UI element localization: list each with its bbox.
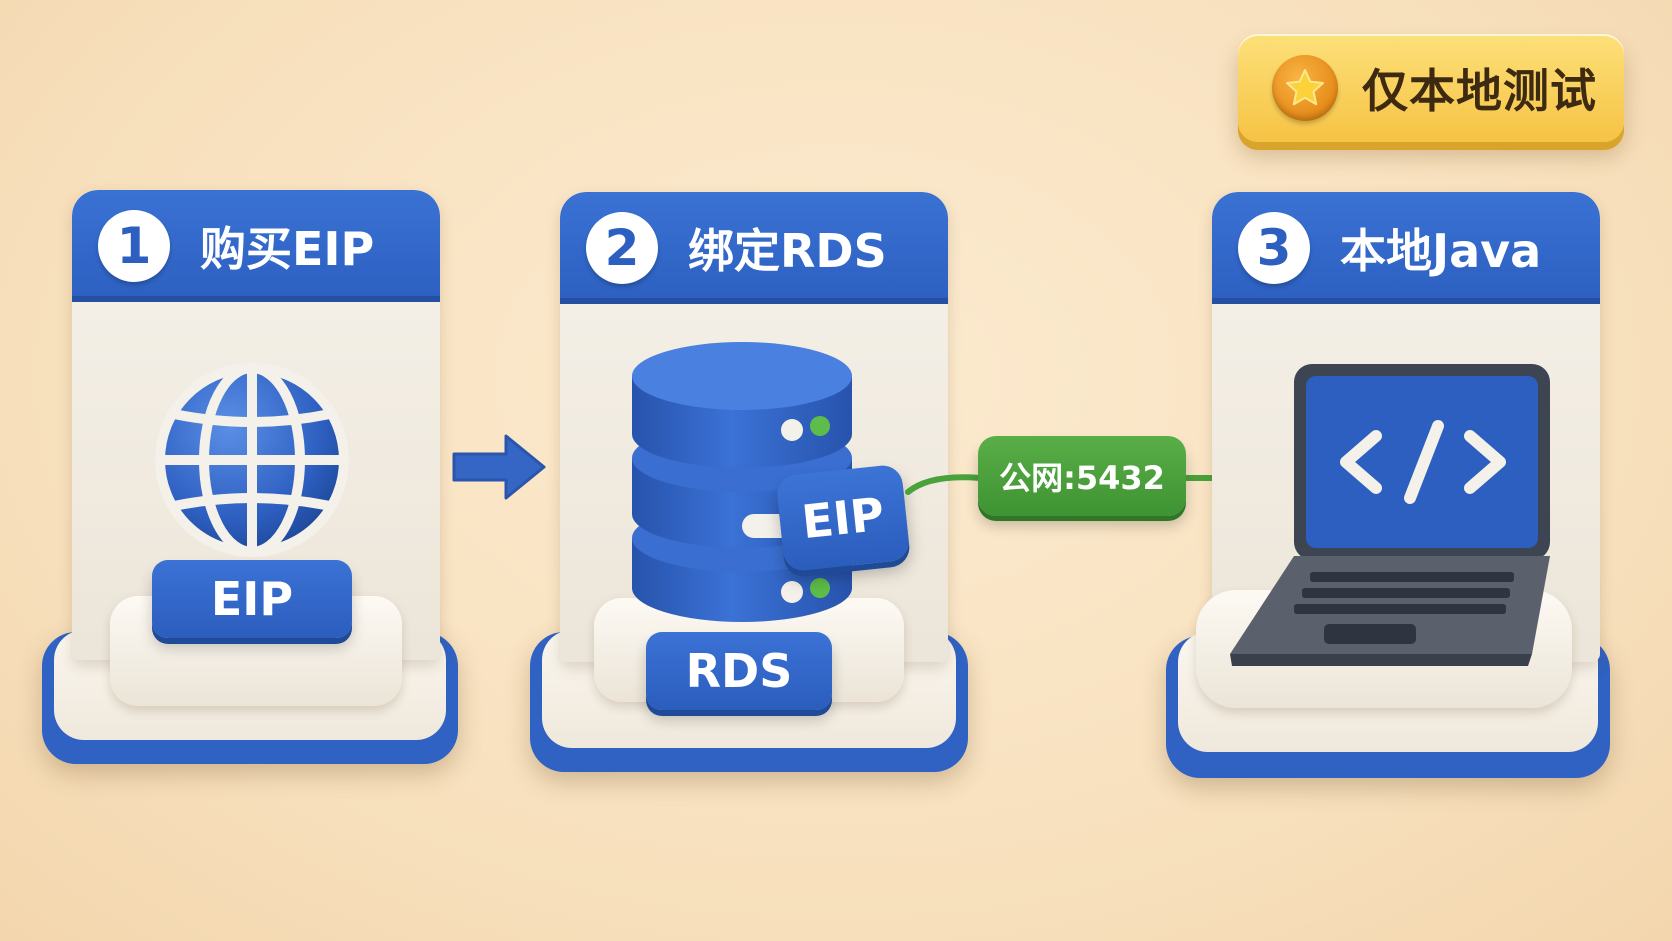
laptop-code-icon (1230, 364, 1550, 666)
step-2-header: 2 绑定RDS (560, 192, 948, 304)
step-2-eip-tag: EIP (775, 463, 911, 573)
step-3-title: 本地Java (1340, 224, 1542, 278)
step-2-title: 绑定RDS (688, 224, 887, 278)
step-1-chip: EIP (152, 560, 352, 638)
step-1-number: 1 (98, 210, 170, 282)
step-3-header: 3 本地Java (1212, 192, 1600, 304)
step-1-title: 购买EIP (200, 222, 375, 276)
step-1-header: 1 购买EIP (72, 190, 440, 302)
local-test-badge: 仅本地测试 (1238, 34, 1624, 142)
database-icon (632, 342, 852, 622)
arrow-icon (452, 434, 546, 500)
badge-label: 仅本地测试 (1362, 64, 1597, 118)
step-3-number: 3 (1238, 212, 1310, 284)
step-2-number: 2 (586, 212, 658, 284)
step-2-chip: RDS (646, 632, 832, 710)
public-port-label: 公网:5432 (978, 436, 1186, 516)
star-icon (1272, 55, 1338, 121)
globe-icon (155, 363, 349, 557)
